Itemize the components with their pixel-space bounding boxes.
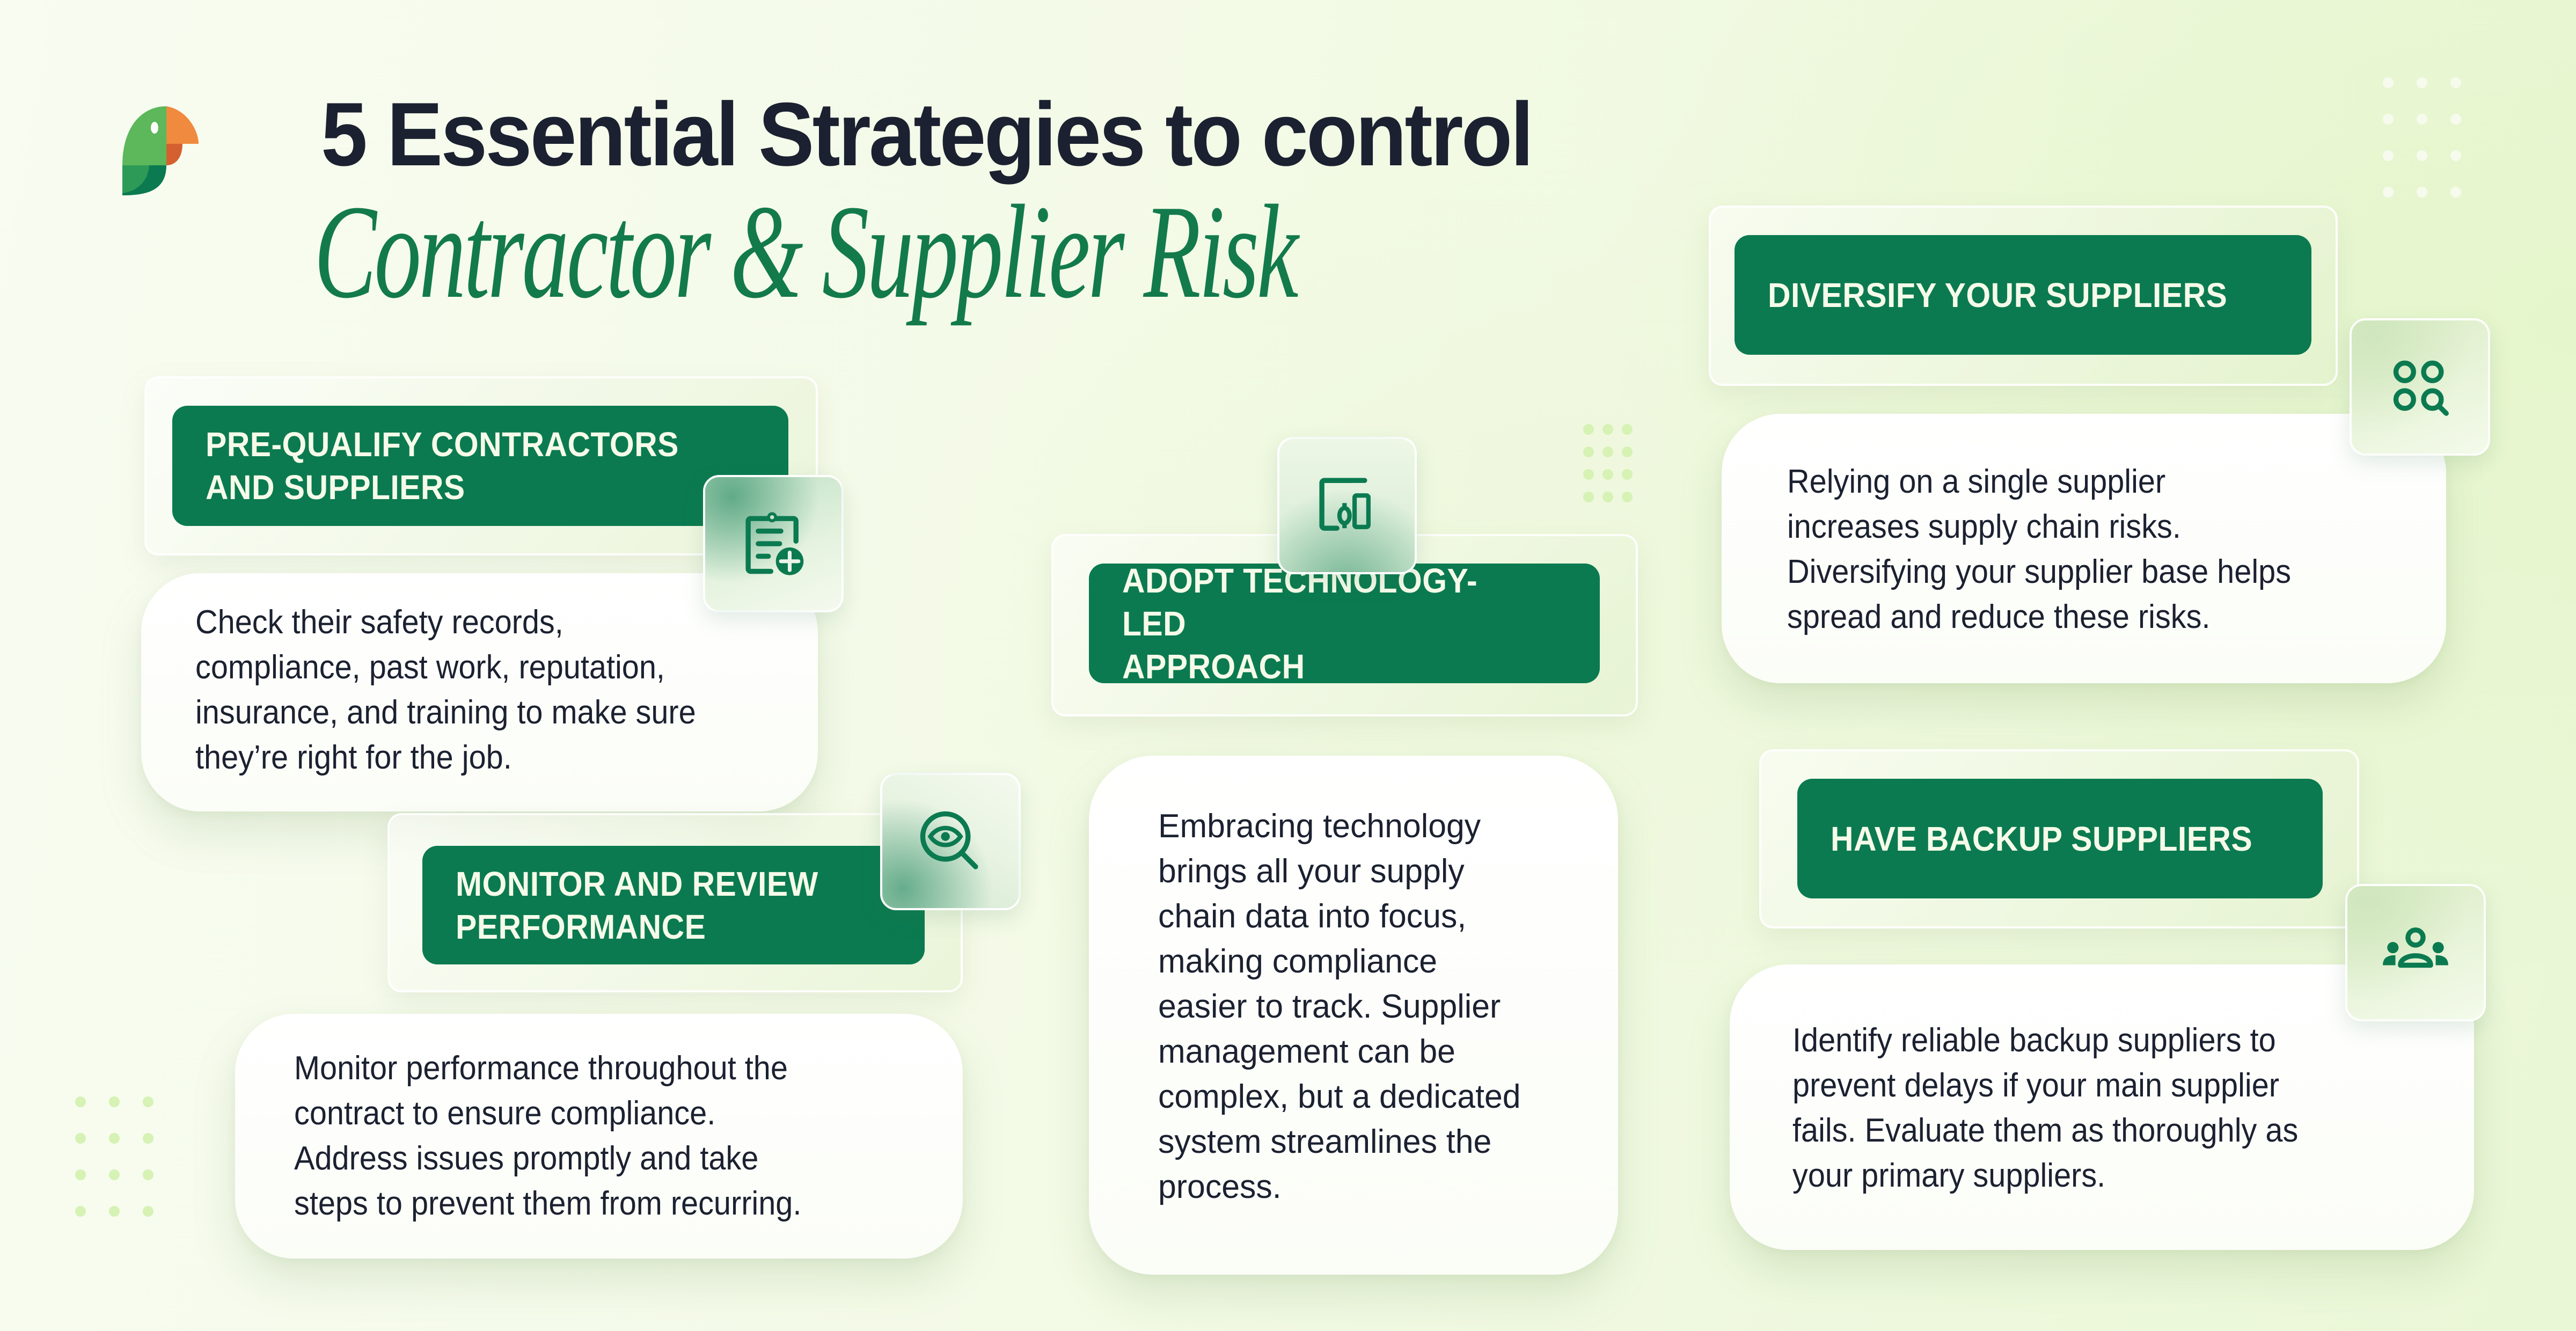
devices-icon <box>1277 437 1417 574</box>
eye-search-icon <box>880 773 1021 910</box>
parrot-logo-icon <box>122 106 199 195</box>
page-title: 5 Essential Strategies to control <box>321 84 1534 185</box>
grid-search-icon <box>2350 318 2490 456</box>
strategy-description: Identify reliable backup suppliers to pr… <box>1792 1022 2299 1194</box>
decorative-dots-bottom-left <box>75 1096 153 1217</box>
strategy-description: Relying on a single supplier increases s… <box>1787 463 2292 635</box>
strategy-description: Monitor performance throughout the contr… <box>294 1050 802 1222</box>
strategy-body-card: Embracing technology brings all your sup… <box>1089 756 1618 1275</box>
clipboard-add-icon <box>703 475 844 612</box>
strategy-heading: DIVERSIFY YOUR SUPPLIERS <box>1735 235 2311 355</box>
decorative-dots-middle <box>1583 424 1633 502</box>
strategy-heading: ADOPT TECHNOLOGY-LED APPROACH <box>1089 561 1600 686</box>
page-subtitle: Contractor & Supplier Risk <box>314 178 1299 326</box>
strategy-body-card: Check their safety records, compliance, … <box>141 573 818 811</box>
strategy-body-card: Monitor performance throughout the contr… <box>235 1014 963 1259</box>
strategy-body-card: Relying on a single supplier increases s… <box>1722 414 2446 683</box>
strategy-description: Embracing technology brings all your sup… <box>1158 808 1521 1205</box>
decorative-dots-top-right <box>2383 77 2461 198</box>
strategy-heading: HAVE BACKUP SUPPLIERS <box>1797 779 2323 898</box>
strategy-heading: MONITOR AND REVIEW PERFORMANCE <box>422 846 925 964</box>
strategy-heading: PRE-QUALIFY CONTRACTORS AND SUPPLIERS <box>172 406 788 526</box>
strategy-body-card: Identify reliable backup suppliers to pr… <box>1730 964 2474 1250</box>
strategy-description: Check their safety records, compliance, … <box>195 604 696 776</box>
group-icon <box>2345 884 2486 1021</box>
